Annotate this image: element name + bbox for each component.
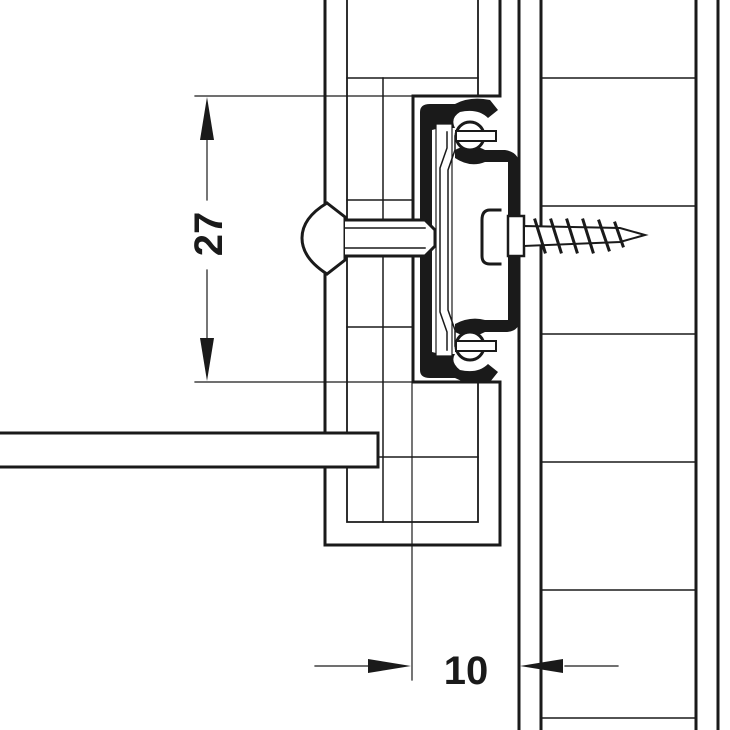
arrow-up-icon	[200, 97, 214, 140]
runner-profile	[420, 98, 520, 384]
gap-dimension-label: 10	[444, 649, 489, 693]
arrow-down-icon	[200, 338, 214, 381]
dimension-height	[194, 95, 501, 383]
height-dimension-label: 27	[187, 212, 231, 257]
drawer-bottom	[0, 431, 380, 469]
dimension-gap	[314, 381, 619, 681]
wood-screw	[480, 208, 649, 266]
arrow-left-icon	[520, 659, 563, 673]
cabinet-side	[517, 0, 720, 730]
arrow-right-icon	[368, 659, 411, 673]
bolt	[300, 201, 437, 276]
